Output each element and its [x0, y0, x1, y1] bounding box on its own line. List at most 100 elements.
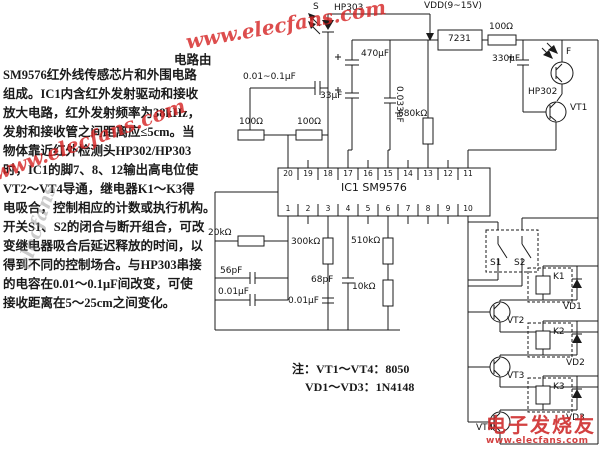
description-line: 时，IC1的脚7、8、12输出高电位使 [3, 163, 199, 177]
ic-pin-number: 15 [383, 169, 393, 178]
cap-33uF-label: 33μF [320, 91, 343, 101]
description-line: 的电容在0.01～0.1μF间改变，可使 [3, 277, 193, 291]
switch-s1-label: S1 [490, 258, 502, 268]
dashed-enclosures [485, 229, 573, 413]
ic-pin-number: 13 [423, 169, 433, 178]
vt1-label: VT1 [570, 103, 588, 113]
resistor-symbol [322, 237, 334, 265]
description-line: 得到不同的控制场合。与HP303串接 [3, 258, 202, 272]
note-transistors: 注：VT1～VT4：8050 [292, 362, 410, 376]
vd2-label: VD2 [566, 358, 585, 368]
ic-pin-number: 3 [325, 204, 331, 213]
ic-pin-number: 7 [405, 204, 411, 213]
transistor-symbol [489, 411, 511, 433]
relay-k2-label: K2 [553, 327, 565, 337]
switch-block-outline [485, 229, 539, 273]
emit-arrowhead [308, 21, 316, 29]
cap-330uF-label: 330μF [492, 54, 521, 64]
vdd-label: VDD(9~15V) [424, 1, 482, 11]
description-line: 放大电路，红外发射频率为38kHz， [3, 106, 201, 120]
relay-k1-outline [527, 267, 573, 303]
vt4-label: VT4 [476, 423, 494, 433]
resistor-100-top-label: 100Ω [489, 22, 514, 32]
polarity-plus-marks [335, 54, 514, 93]
diode-triangle [572, 334, 582, 343]
ic-pin-number: 20 [283, 169, 293, 178]
cap-range-label: 0.01~0.1μF [243, 72, 296, 82]
cap-001uF-b-label: 0.01μF [288, 296, 319, 306]
filled-symbols [308, 13, 582, 398]
relay-coil-symbol [535, 385, 551, 405]
resistor-symbol [237, 129, 265, 141]
component-details [249, 15, 582, 432]
vt3-label: VT3 [507, 371, 525, 381]
description-line: 开关S1、S2的闭合与断开组合，可改 [3, 220, 205, 234]
led-triangle [322, 20, 334, 30]
description-line: 发射和接收管之间距离应≤5cm。当 [3, 125, 195, 139]
note-diodes: VD1～VD3：1N4148 [305, 380, 415, 394]
resistor-100b-label: 100Ω [297, 117, 322, 127]
emitter-s-label: S [313, 2, 319, 12]
receive-arrowhead [548, 45, 558, 54]
resistor-symbol [382, 279, 394, 307]
stamp-url: www.elecfans.com [486, 436, 589, 446]
ic-pin-number: 16 [363, 169, 373, 178]
regulator-7231-box [437, 29, 483, 51]
resistor-10k-label: 10kΩ [352, 282, 376, 292]
cap-001uF-a-label: 0.01μF [218, 287, 249, 297]
ic-outline [277, 167, 491, 217]
resistor-symbol [382, 237, 394, 265]
resistor-symbol [295, 129, 323, 141]
relay-k2-outline [527, 322, 573, 358]
f-label: F [566, 47, 572, 57]
description-first-line: 电路由 [174, 53, 212, 67]
ic-pin-number: 9 [445, 204, 451, 213]
resistor-symbol [422, 117, 434, 145]
regulator-7231-label: 7231 [448, 34, 471, 44]
resistor-680k-label: 680kΩ [398, 109, 428, 119]
emit-arrowhead [308, 13, 316, 21]
description-line: 电吸合，控制相应的计数或执行机构。 [3, 201, 216, 215]
switch-s2-label: S2 [514, 258, 526, 268]
relay-coil-symbol [535, 330, 551, 350]
circuit-wires [214, 13, 599, 445]
elecfans-stamp: 电子发烧友 www.elecfans.com [486, 414, 596, 446]
transistor-symbol [545, 101, 567, 123]
transistor-symbol [489, 301, 511, 323]
vd3-label: VD3 [566, 413, 585, 423]
ic-pin-number: 17 [343, 169, 353, 178]
ic-pin-number: 2 [305, 204, 311, 213]
relay-k3-label: K3 [553, 382, 565, 392]
phototransistor-symbol [550, 61, 574, 85]
ic-pin-number: 19 [303, 169, 313, 178]
ic-pin-number: 12 [443, 169, 453, 178]
ic-pin-number: 8 [425, 204, 431, 213]
stamp-title: 电子发烧友 [486, 413, 596, 437]
description-line: VT2～VT4导通，继电器K1～K3得 [3, 182, 195, 196]
relay-coil-symbol [535, 275, 551, 295]
resistor-symbol [487, 34, 517, 46]
relay-k3-outline [527, 377, 573, 413]
ic-pin-number: 11 [463, 169, 473, 178]
receive-arrowhead [543, 50, 553, 59]
description-line: 变继电器吸合后延迟释放的时间，以 [3, 239, 204, 253]
ic-pin-number: 14 [403, 169, 413, 178]
relay-k1-label: K1 [553, 272, 565, 282]
transistor-symbol [489, 356, 511, 378]
ic-pin-number: 18 [323, 169, 333, 178]
hp303-label: HP303 [334, 3, 364, 13]
hp302-label: HP302 [528, 87, 558, 97]
cap-0033uF-label: 0.033μF [394, 86, 404, 123]
ic-pin-number: 4 [345, 204, 351, 213]
resistor-300k-label: 300kΩ [291, 237, 321, 247]
ic-label: IC1 SM9576 [341, 181, 407, 194]
capacitor-plates [249, 59, 529, 306]
cap-56pF-label: 56pF [220, 266, 243, 276]
vdd-arrowhead [426, 33, 434, 41]
ic-pin-number: 5 [365, 204, 371, 213]
component-bodies [237, 29, 574, 433]
diode-triangle [572, 389, 582, 398]
resistor-20k-label: 20kΩ [208, 228, 232, 238]
ic-pin-ticks [297, 168, 459, 216]
